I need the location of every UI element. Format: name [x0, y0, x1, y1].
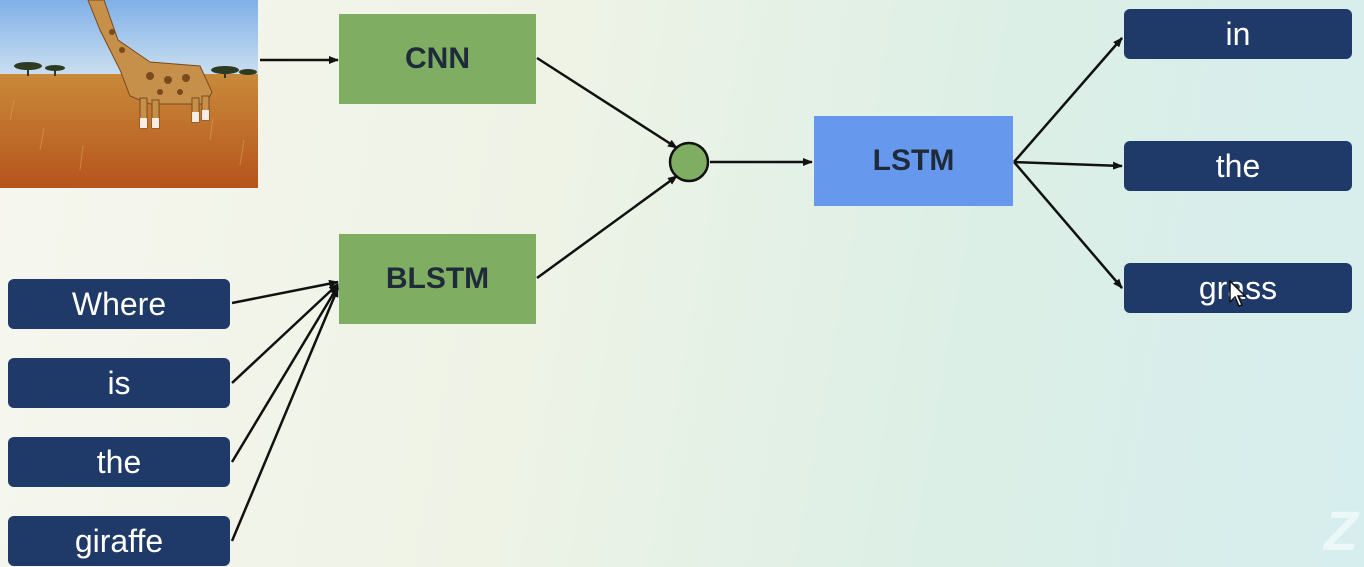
question-word: is	[8, 358, 230, 408]
arrow-is-to-blstm	[231, 283, 339, 384]
arrow-lstm-to-the	[1013, 160, 1123, 170]
answer-word-label: the	[1215, 147, 1261, 184]
blstm-label: BLSTM	[385, 262, 490, 295]
question-word: Where	[8, 279, 230, 329]
blstm-module: BLSTM	[339, 234, 536, 324]
question-word: giraffe	[8, 516, 230, 566]
cnn-module: CNN	[339, 14, 536, 104]
answer-word-label: in	[1225, 15, 1251, 52]
question-word: the	[8, 437, 230, 487]
answer-word: in	[1124, 9, 1352, 59]
arrow-cnn-to-merge	[536, 56, 678, 150]
arrow-where-to-blstm	[231, 279, 339, 305]
lstm-module: LSTM	[814, 116, 1013, 206]
arrow-giraffe-to-blstm	[230, 287, 340, 542]
arrow-lstm-to-grass	[1013, 161, 1123, 289]
giraffe-photo	[0, 0, 258, 188]
watermark-logo: Z	[1323, 499, 1358, 562]
question-word-label: is	[107, 364, 131, 401]
question-word-label: the	[96, 443, 142, 480]
mouse-pointer-icon	[1229, 280, 1247, 307]
arrow-blstm-to-merge	[536, 174, 678, 280]
arrow-the-to-blstm	[230, 285, 340, 463]
cnn-label: CNN	[405, 42, 470, 75]
answer-word: the	[1124, 141, 1352, 191]
lstm-label: LSTM	[872, 144, 955, 177]
merge-node	[668, 141, 710, 183]
question-word-label: Where	[71, 285, 167, 322]
arrow-lstm-to-in	[1013, 37, 1123, 163]
question-word-label: giraffe	[74, 522, 164, 559]
